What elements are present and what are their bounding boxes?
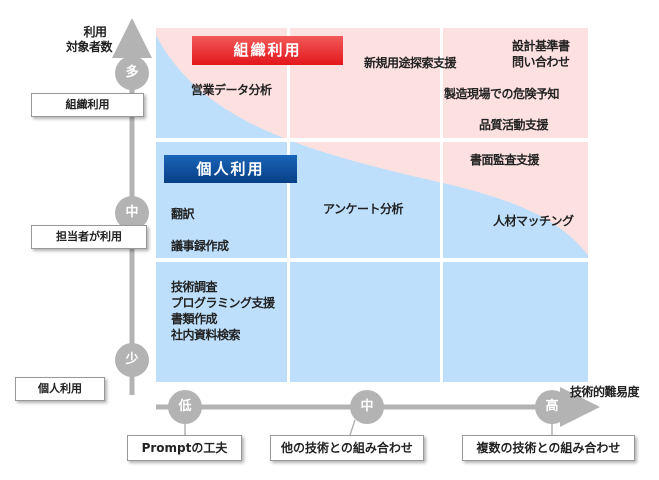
- y-level-low: 少: [115, 343, 149, 377]
- item-minutes: 議事録作成: [171, 239, 229, 253]
- y-label-personal: 個人利用: [15, 377, 105, 401]
- x-label-multi: 複数の技術との組み合わせ: [462, 435, 635, 461]
- y-axis-title: 利用対象者数: [66, 25, 113, 54]
- item-sales: 営業データ分析: [191, 83, 272, 97]
- item-hazard: 製造現場での危険予知: [444, 87, 560, 101]
- item-new-use: 新規用途探索支援: [364, 56, 457, 70]
- item-translate: 翻訳: [171, 207, 195, 221]
- item-search: 社内資料検索: [171, 328, 241, 342]
- y-label-staff: 担当者が利用: [31, 225, 147, 249]
- item-survey: アンケート分析: [323, 202, 404, 216]
- x-axis-title: 技術的難易度: [570, 385, 640, 399]
- personal-region: [156, 35, 588, 382]
- item-docs: 書類作成: [171, 312, 218, 326]
- item-design-2: 問い合わせ: [512, 55, 570, 69]
- personal-use-banner: 個人利用: [164, 155, 297, 183]
- org-use-banner: 組織利用: [192, 36, 343, 65]
- x-level-mid: 中: [350, 390, 384, 424]
- item-quality: 品質活動支援: [479, 118, 549, 132]
- y-label-org: 組織利用: [31, 93, 144, 117]
- x-level-low: 低: [168, 390, 202, 424]
- y-level-mid: 中: [115, 196, 149, 230]
- item-design-1: 設計基準書: [512, 39, 570, 53]
- item-audit: 書面監査支援: [470, 153, 540, 167]
- item-tech-research: 技術調査: [171, 280, 218, 294]
- x-label-combo: 他の技術との組み合わせ: [270, 435, 424, 461]
- item-programming: プログラミング支援: [171, 296, 275, 310]
- item-hr: 人材マッチング: [493, 214, 574, 228]
- y-level-high: 多: [115, 56, 149, 90]
- x-label-prompt: Promptの工夫: [127, 435, 242, 461]
- x-level-high: 高: [535, 390, 569, 424]
